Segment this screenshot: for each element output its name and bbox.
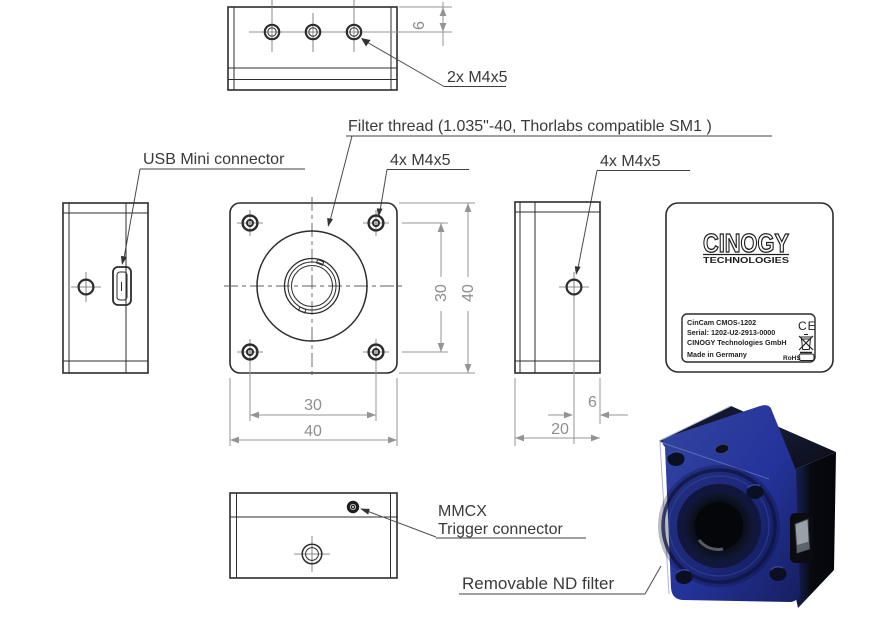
usb-mini-connector-outline xyxy=(112,266,132,306)
lens-bore xyxy=(695,502,743,550)
left-side-view xyxy=(62,202,149,374)
leader-arrow xyxy=(327,218,333,227)
camera-3d-render xyxy=(658,405,836,608)
lens-outer-ring xyxy=(661,468,777,584)
dim-value-30-v: 30 xyxy=(433,284,450,302)
dim-value-40-v: 40 xyxy=(460,284,477,302)
top-view xyxy=(227,0,398,91)
nameplate-origin: Made in Germany xyxy=(687,350,747,359)
back-view: CINOGY TECHNOLOGIES CinCam CMOS-1202 Ser… xyxy=(665,202,834,373)
callout-m4-top: 2x M4x5 xyxy=(361,38,508,88)
camera-corner-hole xyxy=(675,570,693,584)
callout-filter-thread: Filter thread (1.035"-40, Thorlabs compa… xyxy=(327,118,772,227)
dim-value-side-6: 6 xyxy=(588,394,597,411)
camera-corner-hole xyxy=(746,485,764,499)
nameplate-label: CinCam CMOS-1202 Serial: 1202-U2-2913-00… xyxy=(681,313,817,363)
top-view-hole-2 xyxy=(304,13,322,52)
leader-arrow xyxy=(574,266,581,275)
callout-m4-front: 4x M4x5 xyxy=(376,152,469,217)
dim-front-mount-spacing-v: 30 xyxy=(402,222,450,353)
dim-side-body-depth: 20 xyxy=(514,378,600,446)
dim-value-40-h: 40 xyxy=(304,423,322,440)
front-view-outline xyxy=(229,202,398,374)
bottom-view xyxy=(229,492,398,579)
callout-usb-mini: USB Mini connector xyxy=(120,151,305,265)
dim-front-mount-spacing-h: 30 xyxy=(249,363,377,421)
filter-thread-circle xyxy=(256,230,368,342)
left-view-outline xyxy=(62,202,149,374)
dim-value-top-6: 6 xyxy=(411,21,428,30)
right-view-hole xyxy=(559,272,589,302)
dim-arrow xyxy=(439,23,447,32)
callout-mmcx: MMCX Trigger connector xyxy=(360,503,586,539)
brand-logo-text: CINOGY xyxy=(703,228,789,258)
retaining-ring-notch xyxy=(315,258,325,266)
callout-usb-label: USB Mini connector xyxy=(143,151,285,168)
callout-filter-thread-label: Filter thread (1.035"-40, Thorlabs compa… xyxy=(348,118,712,135)
back-view-outline xyxy=(665,202,834,373)
callout-nd-filter-label: Removable ND filter xyxy=(462,574,614,593)
camera-corner-hole xyxy=(667,452,685,466)
nameplate-model: CinCam CMOS-1202 xyxy=(687,318,756,327)
callout-nd-filter: Removable ND filter xyxy=(459,565,662,595)
camera-corner-hole xyxy=(769,567,787,581)
callout-mmcx-line2: Trigger connector xyxy=(438,521,563,538)
callout-m4-side-label: 4x M4x5 xyxy=(600,153,661,170)
camera-edge-highlight xyxy=(658,405,732,442)
nameplate-outline xyxy=(681,313,816,363)
ce-mark: CE xyxy=(798,319,817,333)
right-view-outline xyxy=(514,201,601,374)
leader-arrow xyxy=(361,38,371,47)
dim-front-body-size-h: 40 xyxy=(229,378,398,446)
dim-value-20: 20 xyxy=(551,421,569,438)
lens-aperture xyxy=(283,257,341,315)
callout-m4-side: 4x M4x5 xyxy=(574,153,690,275)
leader-arrow xyxy=(120,255,127,265)
bottom-view-outline xyxy=(229,492,398,579)
nameplate-serial: Serial: 1202-U2-2913-0000 xyxy=(687,328,775,337)
camera-top-hole xyxy=(714,443,730,455)
callout-m4-top-label: 2x M4x5 xyxy=(447,69,508,86)
camera-edge-highlight xyxy=(659,441,770,480)
callout-mmcx-line1: MMCX xyxy=(438,503,487,520)
rohs-badge: RoHS xyxy=(783,355,801,362)
rohs-box xyxy=(798,353,815,361)
top-view-outline xyxy=(227,6,398,91)
front-view xyxy=(224,197,403,379)
bottom-view-hole xyxy=(294,536,330,572)
top-view-hole-3 xyxy=(345,0,363,52)
left-view-hole xyxy=(71,272,101,302)
weee-crossed-bin-icon xyxy=(798,334,814,354)
camera-usb-connector xyxy=(790,513,813,563)
front-screw-hole-bl xyxy=(237,339,263,365)
brand-logo: CINOGY TECHNOLOGIES xyxy=(702,227,790,265)
front-screw-hole-tl xyxy=(237,210,263,236)
dim-front-body-size-v: 40 xyxy=(399,202,477,374)
dim-arrow xyxy=(439,7,447,16)
front-screw-hole-br xyxy=(363,339,389,365)
lens-ring-highlight xyxy=(668,475,770,577)
dim-value-30-h: 30 xyxy=(304,397,322,414)
mmcx-connector xyxy=(346,500,360,514)
dim-side-hole-offset: 6 xyxy=(548,302,628,444)
lens-glass-highlight xyxy=(697,539,724,551)
brand-logo-subtext: TECHNOLOGIES xyxy=(703,256,790,265)
nameplate-company: CINOGY Technologies GmbH xyxy=(687,338,787,347)
callout-m4-front-label: 4x M4x5 xyxy=(390,152,451,169)
front-screw-hole-tr xyxy=(363,210,389,236)
retaining-ring-notch xyxy=(297,306,307,314)
dim-top-hole-offset: 6 xyxy=(362,2,452,46)
top-view-hole-1 xyxy=(263,0,281,52)
leader-arrow xyxy=(360,508,370,515)
right-side-view xyxy=(514,201,601,374)
